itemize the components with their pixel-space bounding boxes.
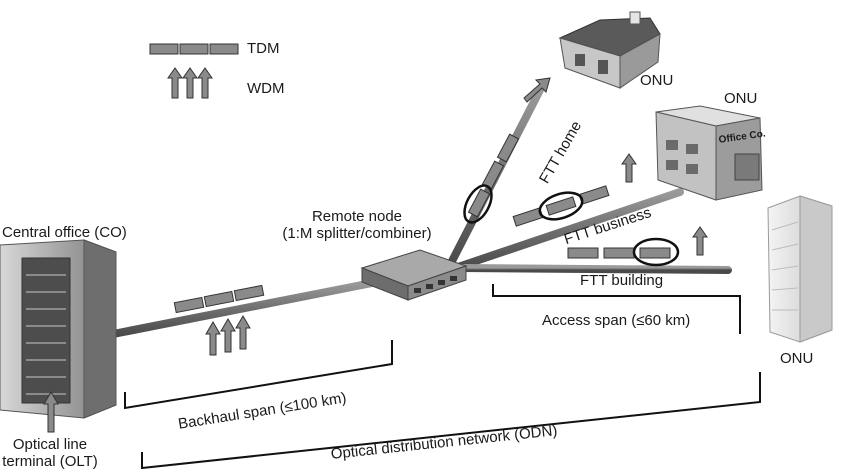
- backhaul-span-bracket: [124, 340, 393, 410]
- legend-tdm-symbol: [149, 43, 239, 55]
- olt-label: Optical line terminal (OLT): [0, 436, 100, 471]
- building-wdm-arrow: [692, 226, 708, 256]
- building-tdm-blocks: [567, 247, 671, 259]
- home-tdm-blocks: [467, 133, 520, 218]
- remote-node-splitter: [360, 249, 468, 301]
- business-tdm-blocks: [512, 185, 610, 227]
- home-highlight-ring: [463, 184, 493, 224]
- access-span-label: Access span (≤60 km): [542, 312, 691, 329]
- central-office-label: Central office (CO): [2, 224, 127, 241]
- onu-office-icon: [655, 105, 763, 201]
- home-wdm-arrow: [523, 77, 551, 103]
- backhaul-fiber: [104, 279, 376, 339]
- onu-office-label: ONU: [724, 90, 758, 107]
- building-highlight-ring: [632, 237, 680, 267]
- backhaul-wdm-arrows: [205, 315, 251, 356]
- onu-tower-icon: [767, 195, 833, 343]
- onu-house-label: ONU: [640, 72, 674, 89]
- remote-node-label: Remote node (1:M splitter/combiner): [262, 208, 452, 243]
- legend-wdm-label: WDM: [247, 80, 285, 97]
- business-highlight-ring: [538, 191, 584, 221]
- remote-node-label-line2: (1:M splitter/combiner): [282, 225, 432, 243]
- remote-node-label-line1: Remote node: [311, 208, 403, 225]
- business-wdm-arrow: [621, 153, 637, 183]
- legend-wdm-symbol: [167, 67, 213, 99]
- fiber-ftt-business: [451, 188, 684, 272]
- onu-tower-label: ONU: [780, 350, 814, 367]
- fiber-ftt-building: [456, 264, 732, 274]
- access-span-bracket: [492, 284, 741, 334]
- central-office-rack-icon: [0, 239, 117, 419]
- onu-house-icon: [558, 11, 661, 89]
- legend-tdm-label: TDM: [247, 40, 280, 57]
- ftt-building-label: FTT building: [580, 272, 664, 289]
- olt-label-line1: Optical line: [12, 436, 88, 453]
- olt-pointer-arrow: [43, 391, 59, 433]
- odn-span-bracket: [141, 372, 761, 470]
- olt-label-line2: terminal (OLT): [2, 453, 98, 471]
- backhaul-tdm-blocks: [173, 284, 265, 314]
